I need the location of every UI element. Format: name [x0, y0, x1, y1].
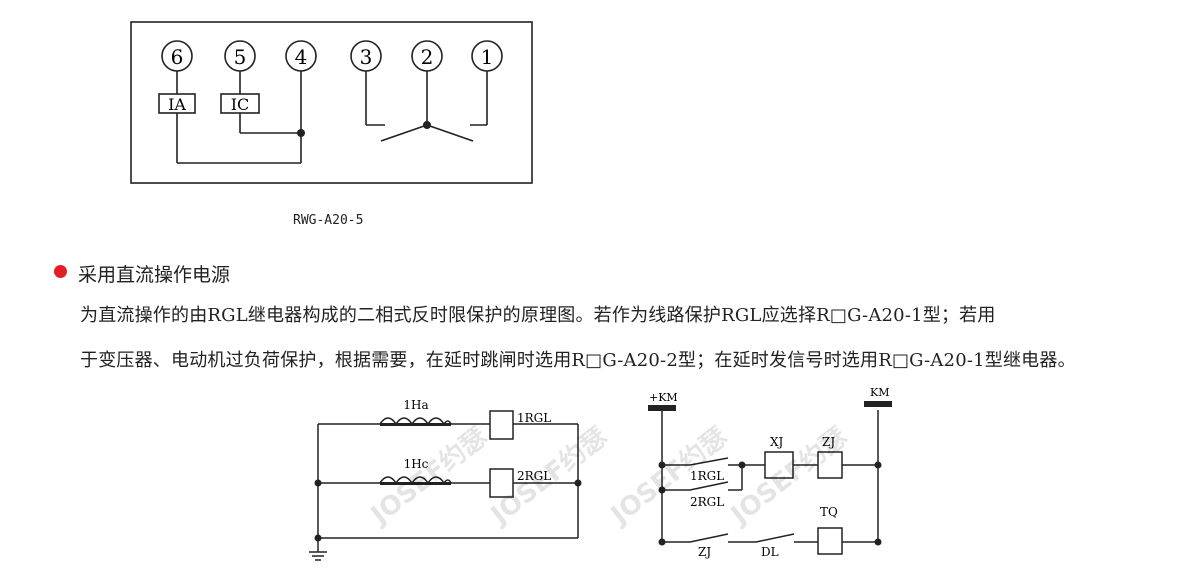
plus-km-label: +KM — [649, 391, 678, 404]
circuit-diagrams: 1Ha 1Hc 1RGL 2RGL +KM KM XJ ZJ TQ 1RGL 2… — [309, 386, 892, 561]
relay-2rgl — [489, 468, 514, 498]
dc-control-circuit — [661, 410, 879, 543]
terminal-4: 4 — [285, 40, 317, 72]
ct2-label: 1Hc — [404, 457, 429, 471]
relay-housing-box — [130, 21, 533, 184]
bus-minus-km — [864, 401, 892, 407]
ct1-label: 1Ha — [403, 398, 428, 412]
terminal-6-label: 6 — [171, 45, 184, 69]
terminal-diagram: 6 5 4 3 2 1 IA IC — [130, 21, 533, 184]
ct-core-1 — [380, 423, 451, 426]
terminal-2: 2 — [411, 40, 443, 72]
xj-label: XJ — [770, 435, 784, 449]
coil-ia-label: IA — [168, 95, 186, 114]
ct-core-2 — [380, 482, 451, 485]
section-heading: 采用直流操作电源 — [78, 264, 231, 286]
relay-1rgl — [489, 410, 514, 440]
relay-zj — [817, 451, 843, 479]
coil-ic-label: IC — [231, 95, 250, 114]
tq-label: TQ — [820, 505, 838, 519]
terminal-5: 5 — [224, 40, 256, 72]
terminal-1-label: 1 — [481, 45, 494, 69]
description-line-1: 为直流操作的由RGL继电器构成的二相式反时限保护的原理图。若作为线路保护RGL应… — [80, 305, 996, 326]
coil-ic — [220, 93, 260, 114]
terminal-1: 1 — [471, 40, 503, 72]
relay-xj — [764, 451, 794, 479]
bullet-dot — [54, 265, 67, 278]
zj-contact-label: ZJ — [698, 545, 711, 559]
coil-ia — [158, 93, 196, 114]
terminal-2-label: 2 — [421, 45, 434, 69]
zj-label: ZJ — [822, 435, 835, 449]
trip-coil-tq — [817, 527, 843, 555]
contact-2rgl-label: 2RGL — [690, 495, 724, 509]
diagram-caption: RWG-A20-5 — [293, 213, 364, 228]
minus-km-label: KM — [870, 386, 889, 399]
dl-contact-label: DL — [761, 545, 779, 559]
bus-plus-km — [648, 405, 676, 411]
terminal-4-label: 4 — [295, 45, 308, 69]
relay-1rgl-label: 1RGL — [517, 411, 551, 425]
terminal-3-label: 3 — [360, 45, 373, 69]
contact-1rgl-label: 1RGL — [690, 469, 724, 483]
terminal-3: 3 — [350, 40, 382, 72]
terminal-6: 6 — [161, 40, 193, 72]
svg-text:JOSEF约瑟: JOSEF约瑟 — [364, 421, 493, 532]
description-line-2: 于变压器、电动机过负荷保护，根据需要，在延时跳闸时选用R□G-A20-2型；在延… — [80, 350, 1076, 371]
relay-2rgl-label: 2RGL — [517, 469, 551, 483]
terminal-5-label: 5 — [234, 45, 247, 69]
